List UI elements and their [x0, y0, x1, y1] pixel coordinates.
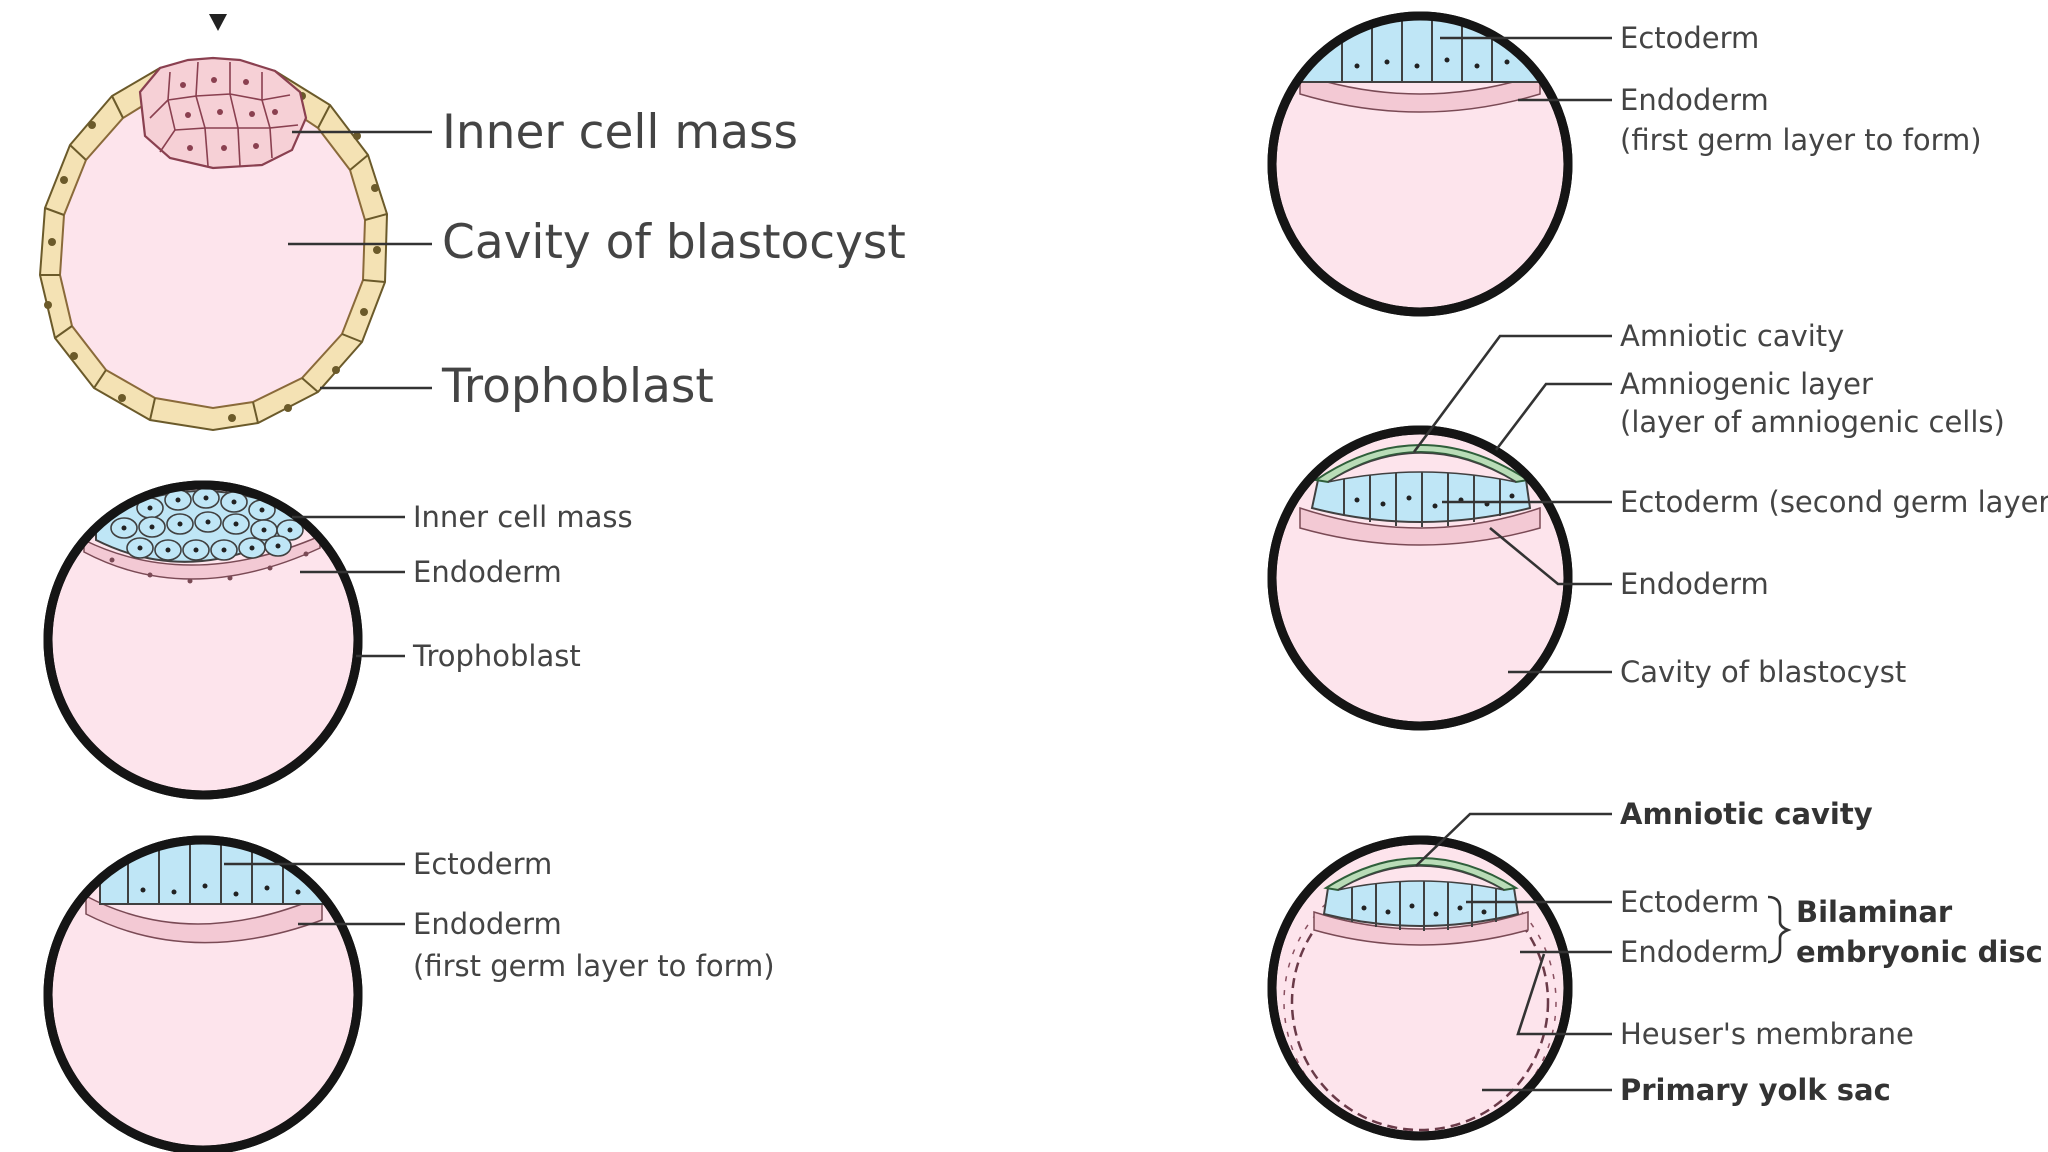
- trophoblast-nuclei: [44, 92, 381, 422]
- label-cavity-of-blastocyst: Cavity of blastocyst: [442, 215, 906, 270]
- panel-stage-c: Ectoderm Endoderm (first germ layer to f…: [43, 835, 775, 1152]
- stage-e-amniotic-cavity: [1327, 452, 1517, 483]
- label-f-ectoderm: Ectoderm: [1620, 885, 1759, 919]
- label-f-bilaminar: Bilaminar: [1796, 895, 1953, 929]
- panel-stage-f: Amniotic cavity Ectoderm Endoderm Bilami…: [1267, 797, 2043, 1141]
- stage-d-ectoderm-nuclei: [1354, 57, 1510, 69]
- stage-d-ectoderm: [1299, 16, 1541, 83]
- stage-f-endoderm: [1313, 910, 1529, 946]
- panel-blastocyst: Inner cell mass Cavity of blastocyst Tro…: [38, 14, 906, 432]
- label-f-heusers-membrane: Heuser's membrane: [1620, 1017, 1914, 1051]
- stage-f-ectoderm-nuclei: [1361, 903, 1487, 917]
- label-f-embryonic-disc: embryonic disc: [1796, 935, 2043, 969]
- label-c-endoderm: Endoderm: [413, 907, 562, 941]
- label-f-endoderm: Endoderm: [1620, 935, 1769, 969]
- label-e-amniogenic-layer: Amniogenic layer: [1620, 367, 1873, 401]
- stage-e-ectoderm-nuclei: [1354, 493, 1515, 509]
- label-c-endoderm-note: (first germ layer to form): [413, 949, 775, 983]
- label-e-cavity: Cavity of blastocyst: [1620, 655, 1906, 689]
- stage-c-endoderm: [85, 894, 323, 944]
- implantation-pole-arrow: [209, 14, 227, 31]
- stage-d-outline: [1267, 11, 1573, 317]
- label-d-endoderm: Endoderm: [1620, 83, 1769, 117]
- heusers-membrane: [1290, 872, 1550, 1132]
- label-f-amniotic-cavity: Amniotic cavity: [1620, 797, 1873, 831]
- label-b-trophoblast: Trophoblast: [412, 639, 581, 673]
- leader-e-amniotic-cavity: [1412, 334, 1612, 453]
- label-inner-cell-mass: Inner cell mass: [442, 105, 798, 160]
- label-f-primary-yolk-sac: Primary yolk sac: [1620, 1073, 1891, 1107]
- leader-f-heuser: [1516, 953, 1612, 1036]
- stage-c-ectoderm-nuclei: [140, 883, 301, 897]
- label-e-amniogenic-note: (layer of amniogenic cells): [1620, 405, 2005, 439]
- inner-cell-mass-nuclei: [121, 495, 293, 553]
- label-b-endoderm: Endoderm: [413, 555, 562, 589]
- panel-stage-d: Ectoderm Endoderm (first germ layer to f…: [1267, 11, 1982, 317]
- label-e-ectoderm: Ectoderm (second germ layer): [1620, 485, 2048, 519]
- label-c-ectoderm: Ectoderm: [413, 847, 552, 881]
- stage-f-ectoderm-cells: [1351, 876, 1497, 931]
- label-e-endoderm: Endoderm: [1620, 567, 1769, 601]
- stage-e-outline: [1267, 425, 1573, 731]
- stage-e-endoderm: [1299, 506, 1541, 546]
- leader-f-amniotic-cavity: [1415, 812, 1612, 867]
- stage-e-ectoderm-cells: [1343, 466, 1501, 527]
- bilaminar-brace: [1767, 895, 1792, 964]
- inner-cell-mass-cells: [149, 61, 299, 167]
- stage-f-outline: [1267, 835, 1573, 1141]
- leader-e-amniogenic-layer: [1494, 382, 1612, 451]
- panel-stage-e: Amniotic cavity Amniogenic layer (layer …: [1267, 319, 2048, 731]
- endoderm-nuclei: [109, 551, 309, 584]
- stage-c-outline: [43, 835, 363, 1152]
- label-d-ectoderm: Ectoderm: [1620, 21, 1759, 55]
- inner-cell-mass-nuclei: [180, 77, 278, 151]
- leader-e-endoderm: [1489, 526, 1612, 586]
- stage-f-amniotic-cavity: [1337, 865, 1505, 891]
- trophoblast-outline: [43, 480, 363, 800]
- label-trophoblast: Trophoblast: [441, 359, 714, 414]
- label-d-endoderm-note: (first germ layer to form): [1620, 123, 1982, 157]
- stage-d-endoderm: [1299, 72, 1541, 113]
- label-b-inner-cell-mass: Inner cell mass: [413, 500, 633, 534]
- panel-stage-b: Inner cell mass Endoderm Trophoblast: [43, 480, 633, 800]
- label-e-amniotic-cavity: Amniotic cavity: [1620, 319, 1844, 353]
